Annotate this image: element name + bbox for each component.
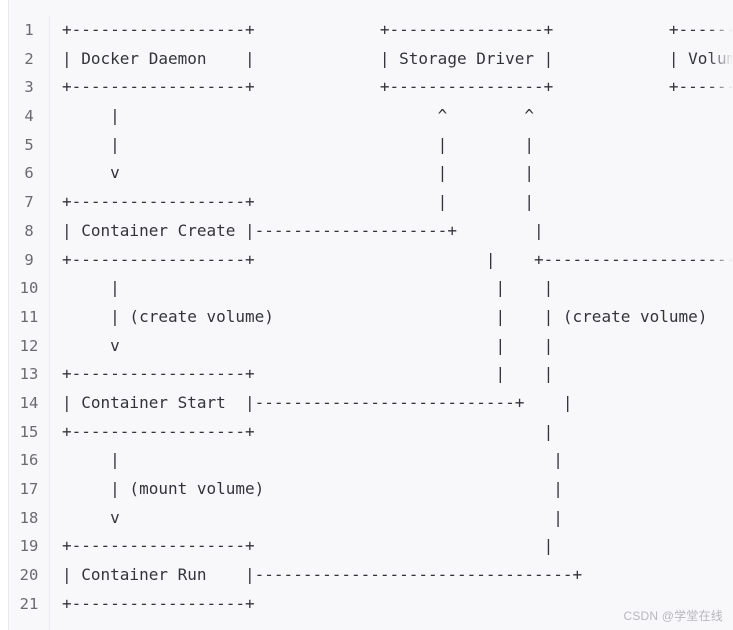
line-number: 14 xyxy=(19,393,39,412)
code-line: | | | xyxy=(62,134,535,154)
line-number: 9 xyxy=(24,250,34,269)
line-number: 19 xyxy=(19,537,39,556)
code-line: +------------------+ | | xyxy=(62,364,554,384)
code-line: +------------------+ | xyxy=(62,421,554,441)
code-line: +------------------+ | | xyxy=(62,192,535,212)
code-line: | Container Create |--------------------… xyxy=(62,220,544,240)
line-number: 10 xyxy=(19,279,39,298)
line-number: 4 xyxy=(24,107,34,126)
code-line: +------------------+ | xyxy=(62,536,554,556)
line-number: 2 xyxy=(24,49,34,68)
line-number: 7 xyxy=(24,193,34,212)
line-number: 6 xyxy=(24,164,34,183)
code-line: | | xyxy=(62,450,563,470)
code-line: v | xyxy=(62,507,563,527)
line-number: 17 xyxy=(19,480,39,498)
code-content[interactable]: +------------------+ +----------------+ … xyxy=(62,16,733,618)
watermark-text: CSDN @学堂在线 xyxy=(623,609,723,623)
scroll-fade-edge xyxy=(709,0,733,630)
code-line: | Container Start |---------------------… xyxy=(62,392,573,412)
line-number: 18 xyxy=(19,508,39,527)
code-line: | (mount volume) | xyxy=(62,479,563,498)
line-number: 3 xyxy=(24,78,34,97)
line-number: 5 xyxy=(24,135,34,154)
line-number: 13 xyxy=(19,365,39,384)
line-number: 11 xyxy=(19,307,39,326)
line-number: 16 xyxy=(19,451,39,470)
code-line: | Container Run |-----------------------… xyxy=(62,565,583,585)
line-number: 15 xyxy=(19,422,39,441)
code-line: +------------------+ xyxy=(62,593,255,613)
code-line: +------------------+ | +----------------… xyxy=(62,249,733,269)
code-line: | ^ ^ xyxy=(62,106,535,126)
code-line: | Docker Daemon | | Storage Driver | | V… xyxy=(62,48,733,68)
line-number: 20 xyxy=(19,566,39,585)
code-line: +------------------+ +----------------+ … xyxy=(62,20,733,39)
line-number: 1 xyxy=(24,21,34,39)
line-number: 21 xyxy=(19,594,39,613)
code-line: v | | xyxy=(62,163,535,183)
code-line: v | | xyxy=(62,335,554,355)
code-line: | | | xyxy=(62,278,554,298)
line-number: 8 xyxy=(24,221,34,240)
code-line: | (create volume) | | (create volume) xyxy=(62,306,708,326)
code-line: +------------------+ +----------------+ … xyxy=(62,77,733,97)
line-number: 12 xyxy=(19,336,39,355)
